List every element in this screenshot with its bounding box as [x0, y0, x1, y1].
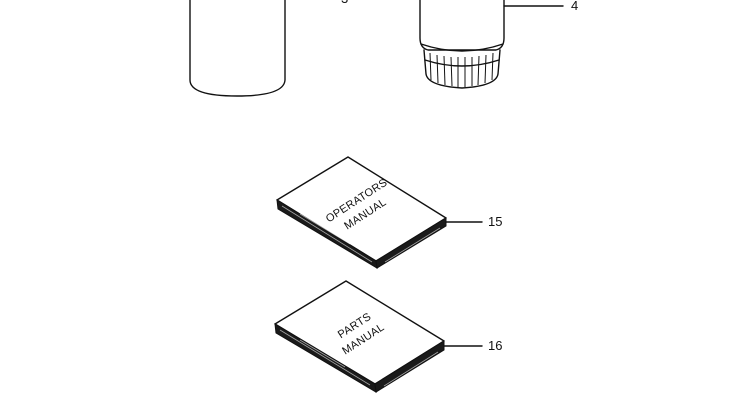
callout-15-label: 15 [488, 214, 502, 229]
callout-3: 3 [341, 0, 348, 6]
operators-manual-book: OPERATORS MANUAL [276, 156, 483, 269]
callout-16-label: 16 [488, 338, 502, 353]
filter-canister-left [189, 0, 286, 97]
callout-4-label: 4 [571, 0, 578, 13]
filter-ribs [429, 52, 494, 87]
callout-4: 4 [571, 0, 578, 13]
parts-manual-book: PARTS MANUAL [274, 280, 483, 393]
callout-16: 16 [488, 338, 502, 353]
callout-3-label: 3 [341, 0, 348, 6]
callout-15: 15 [488, 214, 502, 229]
filter-canister-right [419, 0, 564, 89]
